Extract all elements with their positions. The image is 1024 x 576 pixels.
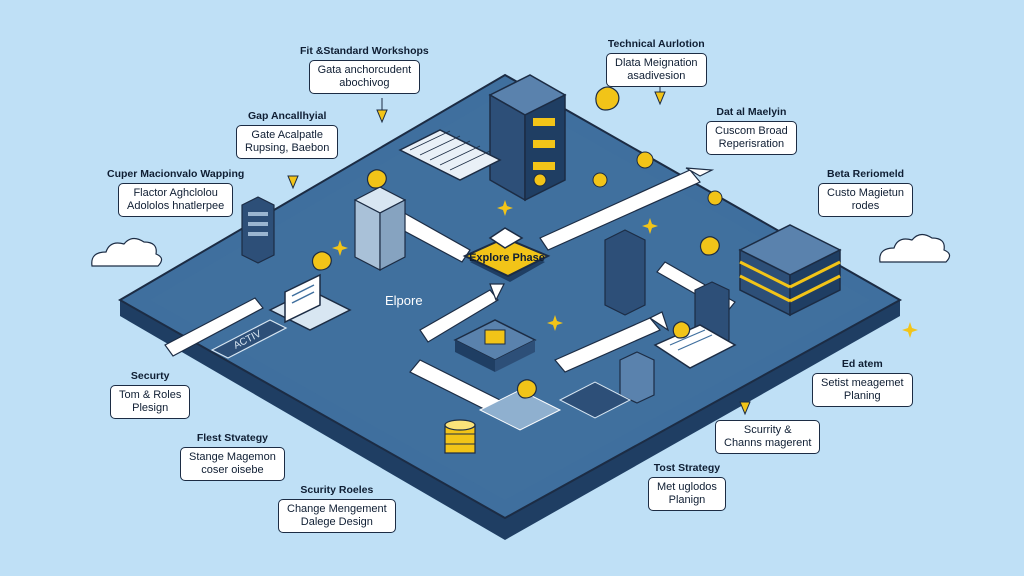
- callout-security-change: Scurity Roeles Change Mengement Dalege D…: [278, 484, 396, 533]
- database-icon: [444, 419, 476, 454]
- cloud-left-icon: [91, 237, 163, 267]
- board-inner: [150, 92, 870, 500]
- callout-line: Change Mengement: [287, 503, 387, 515]
- callout-title: Scurity Roeles: [300, 484, 374, 496]
- location-pin-icon: [595, 86, 620, 111]
- sparkle-icon: [547, 315, 563, 331]
- callout-line: Channs magerent: [724, 437, 812, 449]
- callout-line: Dlata Meignation: [615, 57, 698, 69]
- callout-title: Flest Stvategy: [196, 432, 269, 444]
- callout-data-migration: Dat al Maelyin Cuscom Broad Reperisratio…: [706, 106, 797, 155]
- building-tower-top: [488, 74, 567, 202]
- flower-icon: [533, 173, 547, 187]
- callout-title: Beta Reriomeld: [827, 168, 905, 180]
- callout-line: Planing: [843, 390, 881, 402]
- flower-icon: [636, 151, 654, 169]
- callout-gap-analysis: Gap Ancallhyial Gate Acalpatle Rupsing, …: [236, 110, 339, 159]
- explore-phase-label: Explore Phase: [469, 252, 545, 264]
- callout-line: Plesign: [132, 402, 169, 414]
- callout-line: Adololos hnatlerpee: [127, 200, 225, 212]
- callout-line: rodes: [851, 200, 880, 212]
- callout-line: Met uglodos: [657, 481, 717, 493]
- callout-box: Tom & Roles Plesign: [110, 385, 191, 419]
- sparkle-icon: [642, 218, 658, 234]
- callout-test-strategy-left: Flest Stvategy Stange Magemon coser oise…: [180, 432, 285, 481]
- callout-technical-architecture: Technical Aurlotion Dlata Meignation asa…: [606, 38, 707, 87]
- server-stack-right: [738, 224, 842, 317]
- callout-title: Gap Ancallhyial: [248, 110, 327, 122]
- callout-line: Gata anchorcudent: [317, 64, 412, 76]
- callout-line: Tom & Roles: [119, 389, 182, 401]
- callout-test-strategy-right: Tost Strategy Met uglodos Planign: [648, 462, 726, 511]
- flower-icon: [592, 172, 608, 188]
- callout-box: Stange Magemon coser oisebe: [180, 447, 285, 481]
- callout-box: Flactor Aghclolou Adololos hnatlerpee: [118, 183, 234, 217]
- callout-super-mapping: Cuper Macionvalo Wapping Flactor Aghclol…: [107, 168, 244, 217]
- keyboard-icon: [398, 129, 502, 181]
- callout-box: Scurrity & Channs magerent: [715, 420, 821, 454]
- callout-title: Technical Aurlotion: [607, 38, 705, 50]
- callout-security-change-right: Scurrity & Channs magerent: [715, 420, 821, 454]
- explore-phase-badge: Explore Phase: [462, 227, 551, 282]
- sparkle-icon: [497, 200, 513, 216]
- callout-line: Flactor Aghclolou: [133, 187, 218, 199]
- center-device-icon: [453, 319, 537, 372]
- callout-line: Setist meagemet: [821, 377, 904, 389]
- callout-box: Met uglodos Planign: [648, 477, 726, 511]
- callout-line: Cuscom Broad: [715, 125, 788, 137]
- board-explore-label: Elpore: [385, 293, 423, 308]
- grid-tile-icon: [478, 381, 632, 431]
- callout-box: Dlata Meignation asadivesion: [606, 53, 707, 87]
- callout-title: Ed atem: [841, 358, 883, 370]
- callout-title: Dat al Maelyin: [716, 106, 787, 118]
- callout-title: Cuper Macionvalo Wapping: [107, 168, 245, 180]
- callout-fit-workshops: Fit &Standard Workshops Gata anchorcuden…: [300, 45, 429, 94]
- location-pin-icon: [699, 236, 720, 256]
- callout-box: Change Mengement Dalege Design: [278, 499, 396, 533]
- location-pin-icon: [311, 251, 332, 271]
- callout-box: Gate Acalpatle Rupsing, Baebon: [236, 125, 339, 159]
- callout-line: Gate Acalpatle: [251, 129, 323, 141]
- callout-line: Scurrity &: [743, 424, 792, 436]
- flower-icon: [707, 190, 723, 206]
- hexagon-icon: [488, 227, 524, 249]
- callout-title: Fit &Standard Workshops: [300, 45, 429, 57]
- callout-box: Setist meagemet Planing: [812, 373, 913, 407]
- laptop-icon: [268, 273, 352, 331]
- location-pin-icon: [672, 321, 691, 339]
- server-rack-left: [241, 196, 275, 264]
- callout-line: Reperisration: [718, 138, 785, 150]
- location-pin-icon: [366, 169, 387, 189]
- callout-line: Rupsing, Baebon: [245, 142, 330, 154]
- callout-title: Tost Strategy: [653, 462, 721, 474]
- sparkle-icon: [902, 322, 918, 338]
- building-stack-left: [353, 186, 407, 271]
- callout-security-roles: Securty Tom & Roles Plesign: [110, 370, 191, 419]
- callout-box: Custo Magietun rodes: [818, 183, 914, 217]
- callout-line: asadivesion: [627, 70, 686, 82]
- callout-line: Dalege Design: [300, 516, 373, 528]
- callout-ed-stem: Ed atem Setist meagemet Planing: [812, 358, 913, 407]
- callout-line: Stange Magemon: [189, 451, 276, 463]
- cloud-right-icon: [879, 233, 951, 263]
- callout-line: Planign: [668, 494, 706, 506]
- location-pin-icon: [516, 379, 537, 399]
- sparkle-icon: [332, 240, 348, 256]
- callout-line: Custo Magietun: [827, 187, 905, 199]
- callout-box: Gata anchorcudent abochivog: [308, 60, 421, 94]
- callout-line: coser oisebe: [201, 464, 264, 476]
- callout-box: Cuscom Broad Reperisration: [706, 121, 797, 155]
- callout-line: abochivog: [339, 77, 390, 89]
- callout-title: Securty: [130, 370, 170, 382]
- callout-beta-role: Beta Reriomeld Custo Magietun rodes: [818, 168, 914, 217]
